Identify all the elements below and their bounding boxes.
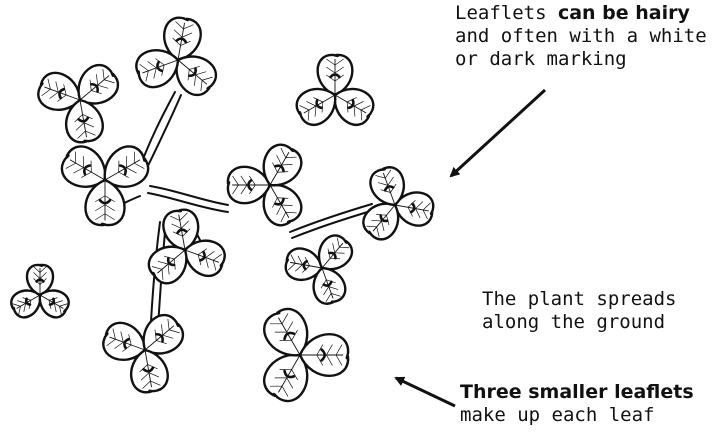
clover-leaf-3: [56, 141, 154, 226]
annotation-three-bold: Three smaller leaflets: [460, 381, 694, 403]
annotation-arrows: [396, 90, 545, 406]
clover-leaf-0: [132, 15, 222, 101]
annotation-hairy-line3: or dark marking: [455, 48, 727, 71]
annotation-spreads-line2: along the ground: [482, 311, 712, 334]
clover-leaf-4: [228, 139, 307, 230]
annotation-hairy-leaflets: Leaflets can be hairy and often with a w…: [455, 2, 727, 71]
clover-leaf-10: [258, 303, 348, 407]
arrow-to-three-leaflets: [396, 378, 455, 406]
stem-7: [292, 210, 374, 238]
stem-1: [145, 95, 181, 172]
clover-leaf-2: [292, 55, 379, 130]
clover-leaf-1: [34, 59, 124, 145]
annotation-spreads: The plant spreads along the ground: [482, 288, 712, 334]
arrow-to-hairy-leaflet: [451, 90, 545, 176]
clover-leaf-7: [284, 230, 357, 307]
clover-leaf-8: [7, 265, 72, 321]
annotation-spreads-line1: The plant spreads: [482, 288, 712, 311]
annotation-three-leaflets: Three smaller leaflets make up each leaf: [460, 381, 728, 427]
annotation-hairy-prefix: Leaflets: [455, 2, 558, 24]
annotation-three-line2: make up each leaf: [460, 404, 728, 427]
annotation-hairy-line2: and often with a white: [455, 25, 727, 48]
annotation-hairy-bold: can be hairy: [558, 2, 690, 24]
clover-leaf-9: [99, 309, 189, 395]
